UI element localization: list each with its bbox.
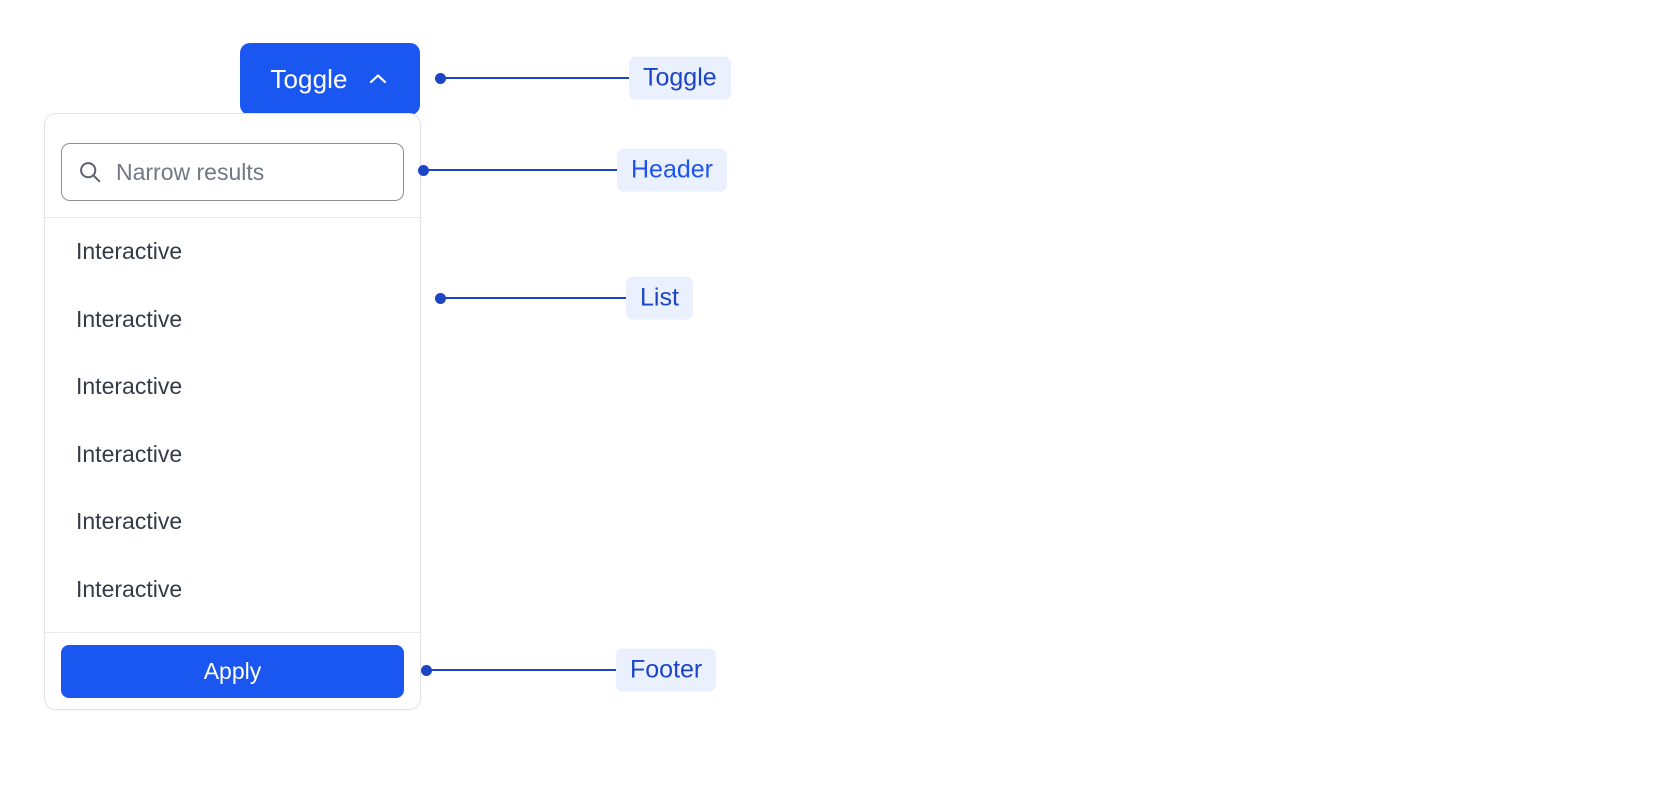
- search-input[interactable]: [116, 144, 412, 200]
- list-item-label: Interactive: [76, 508, 183, 535]
- callout-line: [440, 296, 632, 300]
- callout-line: [426, 668, 622, 672]
- callout-label-toggle: Toggle: [629, 56, 731, 100]
- list-item[interactable]: Interactive: [45, 488, 420, 556]
- popover-footer: Apply: [45, 632, 420, 709]
- callout-line: [423, 168, 623, 172]
- list-item-label: Interactive: [76, 440, 183, 467]
- apply-button[interactable]: Apply: [61, 644, 404, 698]
- list-item[interactable]: Interactive: [45, 556, 420, 624]
- list-item-label: Interactive: [76, 373, 183, 400]
- list-item[interactable]: Interactive: [45, 353, 420, 421]
- callout-line: [440, 76, 635, 80]
- list-item[interactable]: Interactive: [45, 286, 420, 354]
- search-field-wrapper[interactable]: [61, 143, 412, 201]
- list-item-label: Interactive: [76, 575, 183, 602]
- callout-label-header: Header: [617, 148, 727, 192]
- list-item[interactable]: Interactive: [45, 218, 420, 286]
- callout-label-footer: Footer: [616, 648, 717, 692]
- list-item-label: Interactive: [76, 238, 183, 265]
- popover-header: [45, 114, 420, 218]
- chevron-up-icon: [366, 67, 390, 91]
- list-item[interactable]: Interactive: [45, 421, 420, 489]
- toggle-button[interactable]: Toggle: [240, 43, 420, 115]
- popover-list: Interactive Interactive Interactive Inte…: [45, 218, 420, 634]
- dropdown-popover: Interactive Interactive Interactive Inte…: [44, 113, 421, 710]
- list-item-label: Interactive: [76, 305, 183, 332]
- search-icon: [77, 159, 103, 185]
- callout-label-list: List: [626, 276, 693, 320]
- toggle-button-label: Toggle: [270, 64, 348, 94]
